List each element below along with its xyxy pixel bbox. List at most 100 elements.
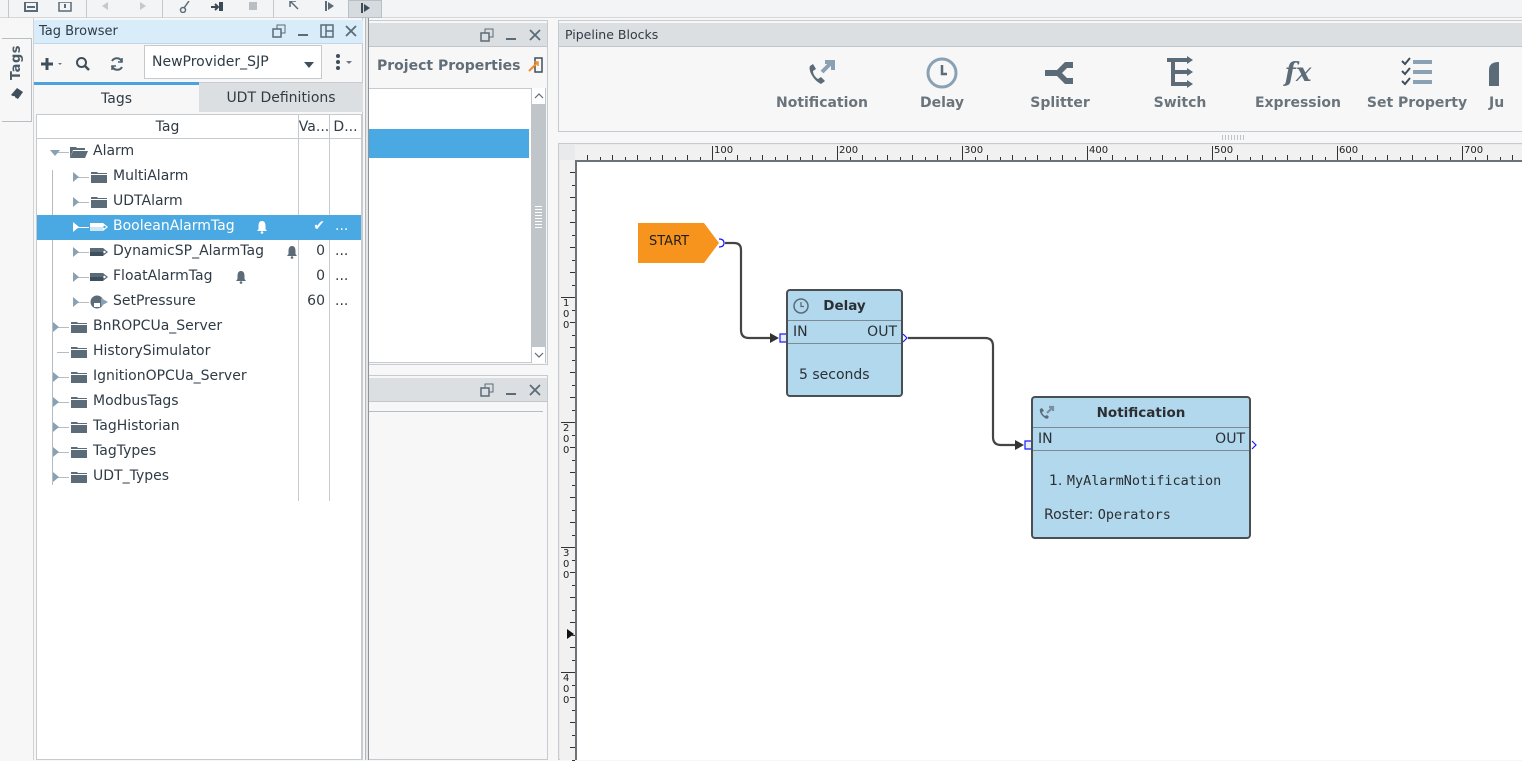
float-window-icon[interactable]: [479, 27, 495, 43]
tag-tree-row[interactable]: UDT_Types: [37, 465, 361, 490]
split-tool-icon[interactable]: [318, 0, 340, 14]
tag-tree-row[interactable]: TagHistorian: [37, 415, 361, 440]
data-type-ellipsis[interactable]: ...: [335, 293, 349, 309]
project-tree: [369, 88, 531, 363]
palette-block-expression[interactable]: fx Expression: [1243, 55, 1353, 125]
ruler-tick: [724, 157, 726, 160]
tag-tree-row[interactable]: UDTAlarm: [37, 190, 361, 215]
phone-forward-icon: [1039, 405, 1055, 419]
dock-icon[interactable]: [319, 23, 335, 39]
start-node[interactable]: START: [638, 223, 720, 263]
ruler-tick: [572, 659, 575, 661]
rail-tab-tags[interactable]: Tags: [2, 38, 32, 122]
save-as-icon[interactable]: [54, 0, 76, 14]
project-properties-link[interactable]: Project Properties: [377, 57, 544, 74]
tag-tree-row[interactable]: MultiAlarm: [37, 165, 361, 190]
expand-toggle-icon[interactable]: [51, 372, 61, 382]
minimize-icon[interactable]: [295, 23, 311, 39]
scroll-down-icon[interactable]: [532, 347, 545, 363]
undo-icon[interactable]: [96, 0, 118, 14]
folder-icon: [69, 319, 89, 335]
delay-block[interactable]: Delay IN OUT 5 seconds: [786, 289, 903, 397]
tab-udt-definitions[interactable]: UDT Definitions: [199, 82, 363, 112]
tree-guide-line: [57, 152, 69, 153]
close-icon[interactable]: [527, 27, 543, 43]
tab-tags[interactable]: Tags: [34, 82, 199, 112]
tag-name: UDT_Types: [93, 468, 170, 484]
column-header-data-type[interactable]: D...: [333, 119, 358, 135]
expand-toggle-icon[interactable]: [51, 422, 61, 432]
close-icon[interactable]: [343, 23, 359, 39]
tag-tree-row[interactable]: BooleanAlarmTag✔...: [37, 215, 361, 240]
ruler-tick: [1349, 157, 1351, 160]
refresh-icon[interactable]: [104, 51, 130, 77]
add-tag-button[interactable]: [38, 51, 64, 77]
tag-tree-row[interactable]: ModbusTags: [37, 390, 361, 415]
notification-block[interactable]: Notification IN OUT 1. MyAlarmNotificati…: [1031, 396, 1251, 539]
expand-toggle-icon[interactable]: [51, 397, 61, 407]
float-window-icon[interactable]: [479, 382, 495, 398]
expand-toggle-icon[interactable]: [51, 472, 61, 482]
paste-icon[interactable]: [206, 0, 228, 14]
expand-toggle-icon[interactable]: [71, 172, 81, 182]
tag-tree-row[interactable]: HistorySimulator: [37, 340, 361, 365]
palette-block-set-property[interactable]: Set Property: [1362, 55, 1472, 125]
split-handle[interactable]: [365, 18, 369, 760]
clock-icon: [793, 298, 809, 314]
split-active-icon[interactable]: [348, 0, 382, 18]
ruler-tick: [849, 157, 851, 160]
data-type-ellipsis[interactable]: ...: [335, 268, 349, 284]
tag-tree-row[interactable]: Alarm: [37, 140, 361, 165]
search-icon[interactable]: [70, 51, 96, 77]
stop-icon[interactable]: [242, 0, 264, 14]
column-header-tag[interactable]: Tag: [37, 115, 299, 139]
save-icon[interactable]: [20, 0, 42, 14]
ruler-tick: [570, 222, 575, 223]
tag-provider-dropdown[interactable]: NewProvider_SJP: [144, 45, 322, 79]
tag-tree-row[interactable]: IgnitionOPCUa_Server: [37, 365, 361, 390]
expand-toggle-icon[interactable]: [71, 197, 81, 207]
float-window-icon[interactable]: [271, 23, 287, 39]
data-type-ellipsis[interactable]: ...: [335, 218, 349, 234]
palette-block-splitter[interactable]: Splitter: [1005, 55, 1115, 125]
column-header-value[interactable]: Va...: [299, 115, 330, 139]
expand-toggle-icon[interactable]: [50, 148, 60, 158]
vertical-scrollbar[interactable]: [531, 88, 546, 363]
more-options-button[interactable]: [329, 50, 359, 74]
expand-toggle-icon[interactable]: [71, 222, 81, 232]
data-type-ellipsis[interactable]: ...: [335, 243, 349, 259]
palette-block-notification[interactable]: Notification: [767, 55, 877, 125]
alarm-bell-icon: [285, 245, 299, 259]
ruler-tick: [1049, 157, 1051, 160]
palette-block-switch[interactable]: Switch: [1125, 55, 1235, 125]
expand-toggle-icon[interactable]: [71, 272, 81, 282]
expand-toggle-icon[interactable]: [71, 297, 81, 307]
toolbar-separator: [162, 0, 163, 18]
tag-tree-row[interactable]: BnROPCUa_Server: [37, 315, 361, 340]
tag-tree-row[interactable]: TagTypes: [37, 440, 361, 465]
minimize-icon[interactable]: [503, 382, 519, 398]
redo-icon[interactable]: [130, 0, 152, 14]
scroll-thumb-grip[interactable]: [535, 206, 542, 228]
chevron-down-icon: [346, 61, 352, 64]
scroll-up-icon[interactable]: [532, 88, 545, 104]
expand-toggle-icon[interactable]: [71, 247, 81, 257]
close-icon[interactable]: [527, 382, 543, 398]
cut-icon[interactable]: [174, 0, 196, 14]
palette-block-label: Delay: [919, 95, 965, 111]
ruler-tick: [570, 522, 575, 523]
roster-name: Operators: [1097, 507, 1171, 523]
project-tree-selected-row[interactable]: [369, 129, 529, 158]
expand-toggle-icon[interactable]: [51, 322, 61, 332]
ruler-tick: [572, 634, 575, 636]
expand-toggle-icon[interactable]: [51, 447, 61, 457]
select-tool-icon[interactable]: [284, 0, 306, 14]
palette-resize-grip[interactable]: [1222, 135, 1252, 141]
palette-block-jump[interactable]: Ju: [1489, 55, 1522, 125]
palette-block-delay[interactable]: Delay: [887, 55, 997, 125]
start-shape: [638, 223, 719, 263]
minimize-icon[interactable]: [503, 27, 519, 43]
